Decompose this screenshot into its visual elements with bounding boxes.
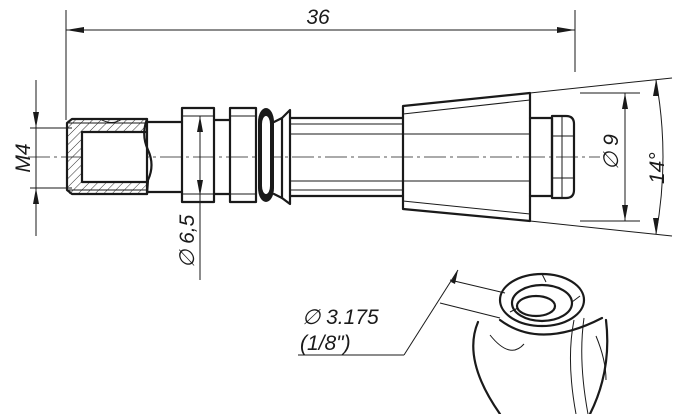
length-label: 36 <box>306 6 330 29</box>
thread-label: M4 <box>12 143 35 172</box>
thread-dimension: M4 <box>12 80 72 236</box>
shank-diameter-label: ∅ 6,5 <box>176 214 199 268</box>
taper-angle-label: 14° <box>646 152 669 184</box>
nose-diameter-dimension: ∅ 9 <box>580 92 640 222</box>
bore-diameter-label: ∅ 3.175 <box>302 306 379 329</box>
nose-diameter-label: ∅ 9 <box>600 134 623 170</box>
bore-inch-label: (1/8") <box>300 332 351 355</box>
shank-diameter-dimension: ∅ 6,5 <box>176 116 203 280</box>
taper-angle-dimension: 14° <box>529 77 673 237</box>
bore-leader: ∅ 3.175 (1/8") <box>298 269 506 356</box>
neck <box>280 108 405 206</box>
collet-nose <box>528 114 576 200</box>
shank-body <box>145 106 258 204</box>
o-ring <box>258 108 284 202</box>
threaded-end <box>65 117 153 196</box>
collet-detail-view <box>472 272 609 414</box>
length-dimension: 36 <box>65 6 576 120</box>
